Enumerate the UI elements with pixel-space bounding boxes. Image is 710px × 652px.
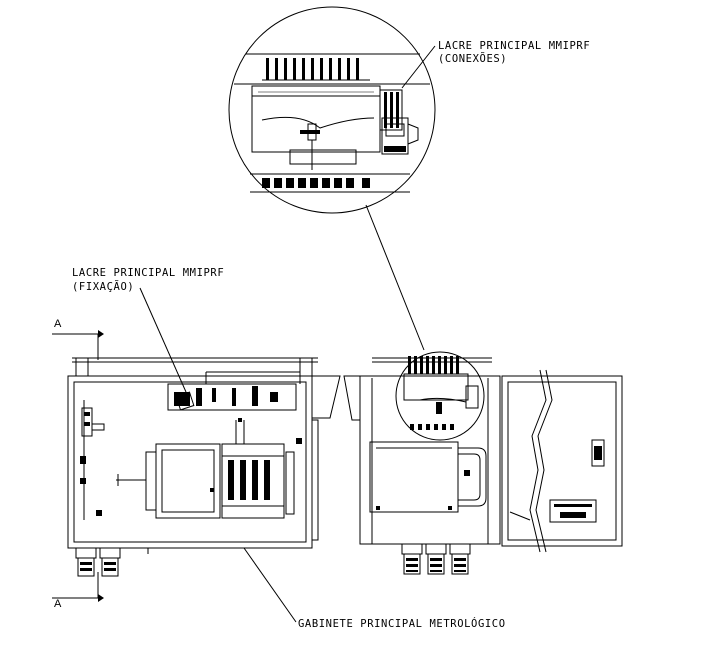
seal-connections-label-line1: LACRE PRINCIPAL MMIPRF	[438, 40, 591, 52]
seal-fixing-label-line1: LACRE PRINCIPAL MMIPRF	[72, 267, 225, 279]
detail-magnifier	[228, 6, 436, 214]
cabinet-label: GABINETE PRINCIPAL METROLÓGICO	[298, 618, 506, 630]
section-label-bottom: A	[54, 598, 62, 610]
detail-leader	[365, 204, 425, 351]
cabinet-left-view	[67, 287, 341, 623]
seal-connections-label-line2: (CONEXÕES)	[438, 53, 508, 65]
cable-glands-left	[75, 547, 149, 577]
terminal-strip-detail	[250, 173, 410, 193]
terminal-comb	[262, 58, 370, 81]
cabinet-door	[501, 369, 623, 553]
cabinet-right-view	[343, 351, 623, 575]
section-label-top: A	[54, 318, 62, 330]
cable-glands-right	[401, 543, 471, 575]
section-mark-a	[52, 330, 104, 602]
seal-fixing-label-line2: (FIXAÇÃO)	[72, 281, 135, 293]
meter-body-detail	[234, 83, 430, 170]
